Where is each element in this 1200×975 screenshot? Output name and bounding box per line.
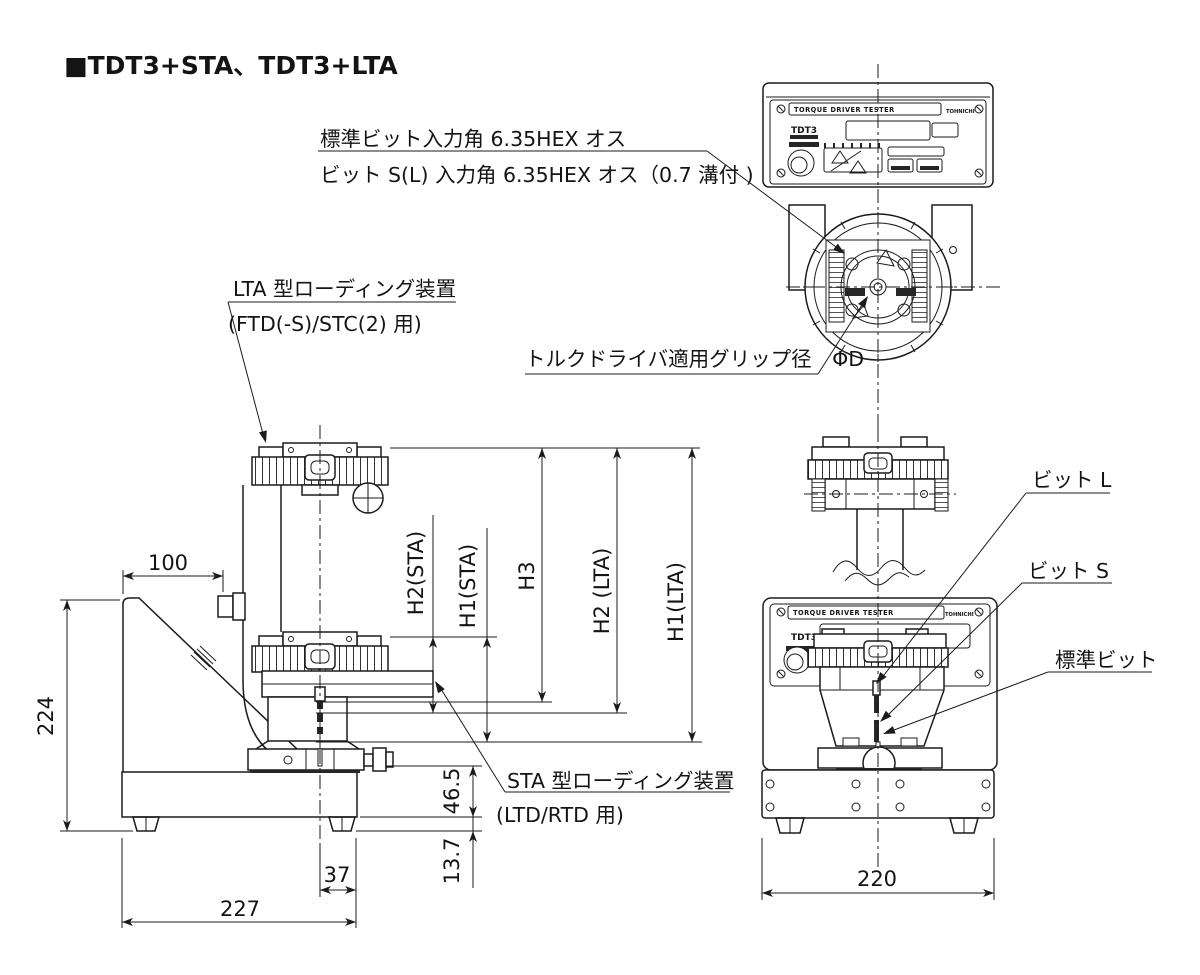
- start-button: [916, 158, 943, 173]
- grip-ridges: [190, 645, 217, 671]
- dim-h3-label: H3: [515, 561, 539, 590]
- lta-front-tab: [900, 436, 928, 448]
- clamp-bar-left: [828, 249, 845, 323]
- bit-s-shape: [874, 720, 879, 742]
- brand-logo: TOHNICHI: [946, 109, 975, 115]
- clamp-screw: [283, 755, 293, 765]
- pointer-triangle-icon: [876, 249, 895, 267]
- front-view-drawing: TORQUE DRIVER TESTER TOHNICHI TDT3: [761, 436, 998, 834]
- lta-device-sublabel: (FTD(-S)/STC(2) 用): [228, 312, 422, 336]
- free-mark: [896, 288, 916, 296]
- dim-220-label: 220: [857, 867, 897, 891]
- page-title: ■TDT3+STA、TDT3+LTA: [64, 51, 398, 80]
- callouts: 標準ビット入力角 6.35HEX オス ビット S(L) 入力角 6.35HEX…: [227, 127, 1158, 827]
- device-name-text: TORQUE DRIVER TESTER: [793, 609, 894, 617]
- front-foot-right: [949, 817, 979, 834]
- clamp-bar-right: [911, 249, 928, 323]
- side-view-drawing: [121, 442, 434, 832]
- lta-front-tab: [822, 436, 850, 448]
- sta-housing: [267, 696, 348, 742]
- chuck-screws: [845, 257, 911, 317]
- display: [845, 120, 931, 141]
- dim-h1-sta-label: H1(STA): [456, 544, 480, 628]
- brand-logo: TOHNICHI: [945, 612, 974, 618]
- bit-sl-input-label: ビット S(L) 入力角 6.35HEX オス（0.7 溝付 ): [320, 163, 754, 187]
- model-label: TDT3: [791, 633, 817, 643]
- pointer-triangle-icon: [851, 304, 869, 319]
- power-knob: [787, 149, 815, 177]
- grip-diameter-label: トルクドライバ適用グリップ径 ΦD: [525, 347, 864, 371]
- side-body-wedge: [122, 597, 321, 772]
- bit-l-label: ビット L: [1032, 468, 1112, 492]
- sta-device-label: STA 型ローディング装置: [507, 769, 735, 793]
- break-line: [844, 572, 910, 586]
- dim-13-7-label: 13.7: [440, 838, 464, 885]
- power-knob: [783, 646, 811, 674]
- standard-bit-input-label: 標準ビット入力角 6.35HEX オス: [320, 127, 626, 151]
- model-label: TDT3: [791, 126, 817, 136]
- base-holes: [765, 779, 991, 812]
- set-button: [887, 158, 914, 173]
- front-foot-left: [775, 817, 805, 834]
- panel-screws: [776, 607, 984, 679]
- dim-227-label: 227: [220, 897, 260, 921]
- dim-100-label: 100: [148, 551, 188, 575]
- panel-screws: [776, 104, 984, 178]
- nameplate: [787, 605, 945, 620]
- tick-marks: [824, 143, 880, 148]
- lock-mark: [845, 288, 865, 296]
- dim-37-label: 37: [324, 863, 351, 887]
- dim-h1-lta-label: H1(LTA): [664, 562, 688, 642]
- side-foot-right: [328, 816, 356, 832]
- dimension-graphics: [60, 447, 995, 928]
- nameplate: [788, 102, 942, 116]
- sta-device-sublabel: (LTD/RTD 用): [496, 803, 624, 827]
- button-bar: [887, 146, 945, 157]
- dim-224-label: 224: [34, 696, 58, 736]
- lta-device-label: LTA 型ローディング装置: [233, 277, 456, 301]
- standard-bit-label: 標準ビット: [1055, 648, 1158, 672]
- break-line: [832, 560, 926, 576]
- arm-clamp-washer: [232, 592, 246, 621]
- side-base: [121, 771, 358, 818]
- bit-s-label: ビット S: [1028, 559, 1109, 583]
- front-base: [761, 769, 995, 819]
- side-foot-left: [132, 816, 160, 832]
- warning-triangle-icon: [849, 160, 867, 174]
- arm-clamp-bolt: [217, 595, 234, 618]
- dim-h2-sta-label: H2(STA): [404, 531, 428, 615]
- dim-46-5-label: 46.5: [440, 768, 464, 815]
- thumbscrew-knob: [372, 747, 387, 772]
- thumbscrew-shaft: [363, 753, 374, 767]
- device-name-text: TORQUE DRIVER TESTER: [794, 106, 895, 114]
- dim-h2-lta-label: H2 (LTA): [590, 548, 614, 635]
- centerlines: [319, 64, 1004, 897]
- warning-triangle-icon: [831, 150, 849, 164]
